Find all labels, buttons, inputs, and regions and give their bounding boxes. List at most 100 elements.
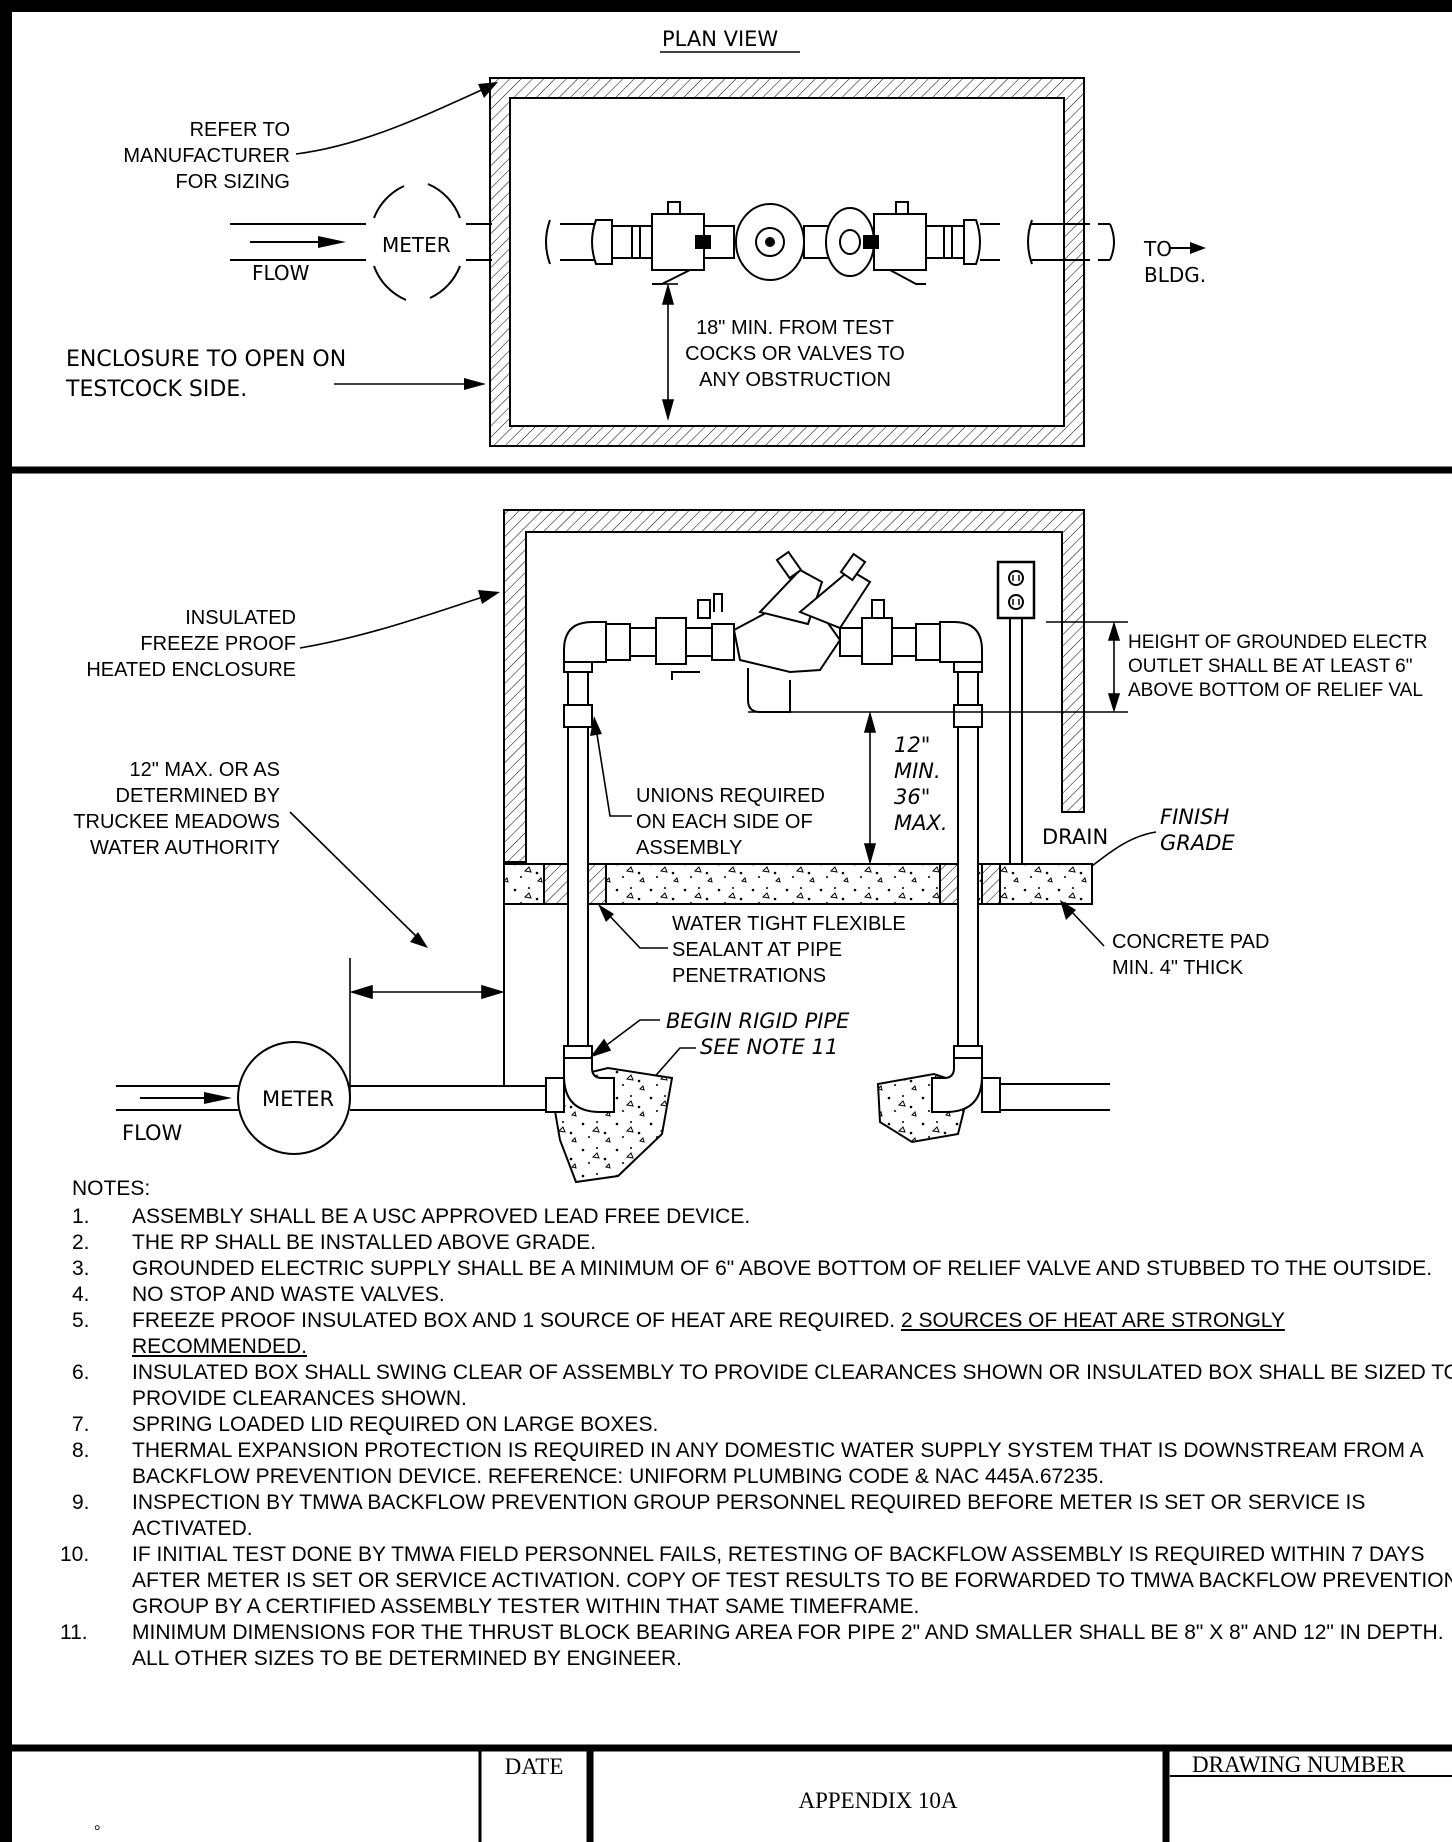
outlet-height-dimension <box>748 621 1128 713</box>
distance-dimension <box>349 958 505 1096</box>
sealant-leader <box>598 904 668 949</box>
svg-text:36": 36" <box>894 785 930 809</box>
svg-text:ASSEMBLY: ASSEMBLY <box>636 837 742 859</box>
electrical-outlet <box>996 560 1036 864</box>
note-item: 8.THERMAL EXPANSION PROTECTION IS REQUIR… <box>72 1439 1423 1488</box>
plan-piping <box>230 219 1115 265</box>
elevation-meter-label: METER <box>262 1087 334 1111</box>
elevation-flow-label: FLOW <box>122 1121 183 1145</box>
finish-grade-note: FINISH GRADE <box>1160 805 1235 855</box>
svg-text:12": 12" <box>894 733 930 757</box>
note-item: 6.INSULATED BOX SHALL SWING CLEAR OF ASS… <box>72 1361 1452 1410</box>
enclosure-leader <box>334 378 486 390</box>
svg-text:GRADE: GRADE <box>1160 831 1235 855</box>
plan-view-title: PLAN VIEW <box>662 27 778 51</box>
plan-to-label: TO <box>1143 237 1172 261</box>
outlet-height-note: HEIGHT OF GROUNDED ELECTR OUTLET SHALL B… <box>1128 632 1427 701</box>
svg-text:PENETRATIONS: PENETRATIONS <box>672 965 826 987</box>
svg-text:BEGIN RIGID PIPE: BEGIN RIGID PIPE <box>666 1009 850 1033</box>
svg-text:18" MIN. FROM TEST: 18" MIN. FROM TEST <box>696 317 894 339</box>
notes-heading: NOTES: <box>72 1177 151 1200</box>
elevation-rp-assembly <box>629 550 917 713</box>
svg-text:12" MAX. OR AS: 12" MAX. OR AS <box>130 759 281 781</box>
note-item: 1.ASSEMBLY SHALL BE A USC APPROVED LEAD … <box>72 1205 751 1228</box>
date-label: DATE <box>505 1754 564 1779</box>
refer-to-manufacturer-note: REFER TO MANUFACTURER FOR SIZING <box>123 119 290 193</box>
svg-text:HEATED ENCLOSURE: HEATED ENCLOSURE <box>86 659 296 681</box>
note-item: 9.INSPECTION BY TMWA BACKFLOW PREVENTION… <box>72 1491 1366 1540</box>
plan-meter <box>373 183 461 301</box>
elevation-meter <box>237 1041 351 1155</box>
svg-text:CONCRETE PAD: CONCRETE PAD <box>1112 931 1269 953</box>
svg-text:SEE NOTE 11: SEE NOTE 11 <box>700 1035 838 1059</box>
svg-text:UNIONS REQUIRED: UNIONS REQUIRED <box>636 785 825 807</box>
svg-text:SEALANT AT PIPE: SEALANT AT PIPE <box>672 939 842 961</box>
plan-enclosure <box>489 77 1085 447</box>
insulated-enclosure-note: INSULATED FREEZE PROOF HEATED ENCLOSURE <box>86 607 296 681</box>
svg-text:COCKS OR VALVES TO: COCKS OR VALVES TO <box>685 343 905 365</box>
assembly-height-dimension <box>863 711 877 865</box>
top-elbows <box>563 621 983 663</box>
svg-text:WATER TIGHT FLEXIBLE: WATER TIGHT FLEXIBLE <box>672 913 906 935</box>
concrete-leader <box>1060 900 1105 947</box>
svg-text:TRUCKEE MEADOWS: TRUCKEE MEADOWS <box>73 811 280 833</box>
drain-label: DRAIN <box>1042 825 1108 849</box>
svg-text:MIN. 4" THICK: MIN. 4" THICK <box>1112 957 1244 979</box>
height-note: 12" MIN. 36" MAX. <box>894 733 948 835</box>
concrete-pad <box>503 863 1093 905</box>
note-item: 10.IF INITIAL TEST DONE BY TMWA FIELD PE… <box>60 1543 1452 1618</box>
appendix-label: APPENDIX 10A <box>798 1788 957 1813</box>
finish-grade-leader <box>1091 831 1157 867</box>
sealant-note: WATER TIGHT FLEXIBLE SEALANT AT PIPE PEN… <box>672 913 906 987</box>
note-item: 3.GROUNDED ELECTRIC SUPPLY SHALL BE A MI… <box>72 1257 1433 1280</box>
rigid-pipe-note: BEGIN RIGID PIPE SEE NOTE 11 <box>666 1009 850 1059</box>
unions-leader <box>590 716 632 817</box>
svg-text:ABOVE BOTTOM OF RELIEF VAL: ABOVE BOTTOM OF RELIEF VAL <box>1128 680 1423 701</box>
note-item: 2.THE RP SHALL BE INSTALLED ABOVE GRADE. <box>72 1231 597 1254</box>
svg-text:OUTLET SHALL BE AT LEAST 6": OUTLET SHALL BE AT LEAST 6" <box>1128 656 1412 677</box>
plan-flow-label: FLOW <box>252 261 310 285</box>
svg-text:FOR SIZING: FOR SIZING <box>176 171 290 193</box>
note-item: 4.NO STOP AND WASTE VALVES. <box>72 1283 445 1306</box>
clearance-note: 18" MIN. FROM TEST COCKS OR VALVES TO AN… <box>685 317 905 391</box>
riser-pipes <box>563 659 983 1061</box>
concrete-note: CONCRETE PAD MIN. 4" THICK <box>1112 931 1269 979</box>
insulated-enclosure <box>503 509 1085 863</box>
svg-text:FINISH: FINISH <box>1160 805 1230 829</box>
svg-text:MIN.: MIN. <box>894 759 941 783</box>
svg-text:MANUFACTURER: MANUFACTURER <box>123 145 290 167</box>
note-item: 11.MINIMUM DIMENSIONS FOR THE THRUST BLO… <box>60 1621 1444 1670</box>
svg-text:INSULATED: INSULATED <box>185 607 296 629</box>
plan-flow-arrow <box>250 236 346 248</box>
note-item: 7.SPRING LOADED LID REQUIRED ON LARGE BO… <box>72 1413 659 1436</box>
plan-bldg-label: BLDG. <box>1144 263 1206 287</box>
enclosure-open-note: ENCLOSURE TO OPEN ON TESTCOCK SIDE. <box>65 347 346 402</box>
distance-leader <box>289 811 428 948</box>
svg-text:REFER TO: REFER TO <box>190 119 290 141</box>
bottom-elbows <box>545 1057 1001 1113</box>
svg-text:FREEZE PROOF: FREEZE PROOF <box>140 633 296 655</box>
note-item: 5.FREEZE PROOF INSULATED BOX AND 1 SOURC… <box>72 1309 1285 1358</box>
elevation-flow-arrow <box>140 1092 232 1104</box>
svg-text:ENCLOSURE TO OPEN ON: ENCLOSURE TO OPEN ON <box>66 347 346 372</box>
refer-leader <box>295 82 498 155</box>
plan-meter-label: METER <box>382 233 451 257</box>
distance-note: 12" MAX. OR AS DETERMINED BY TRUCKEE MEA… <box>73 759 280 859</box>
plan-to-arrow <box>1170 242 1206 254</box>
drawing-number-label: DRAWING NUMBER <box>1192 1752 1406 1777</box>
title-block: ° <box>94 1750 1452 1842</box>
note-emphasis: 2 SOURCES OF HEAT ARE STRONGLY RECOMMEND… <box>132 1309 1285 1358</box>
svg-text:ON EACH SIDE OF: ON EACH SIDE OF <box>636 811 813 833</box>
svg-text:TESTCOCK SIDE.: TESTCOCK SIDE. <box>65 377 247 402</box>
logo-mark: ° <box>94 1823 100 1840</box>
unions-note: UNIONS REQUIRED ON EACH SIDE OF ASSEMBLY <box>636 785 825 859</box>
insulated-leader <box>299 590 500 649</box>
service-piping <box>116 1083 1110 1111</box>
clearance-dimension <box>661 283 678 421</box>
plan-rp-assembly <box>591 201 981 285</box>
enclosure-wall-line <box>503 612 1084 1085</box>
svg-text:HEIGHT OF GROUNDED ELECTR: HEIGHT OF GROUNDED ELECTR <box>1128 632 1427 653</box>
svg-text:DETERMINED BY: DETERMINED BY <box>116 785 280 807</box>
